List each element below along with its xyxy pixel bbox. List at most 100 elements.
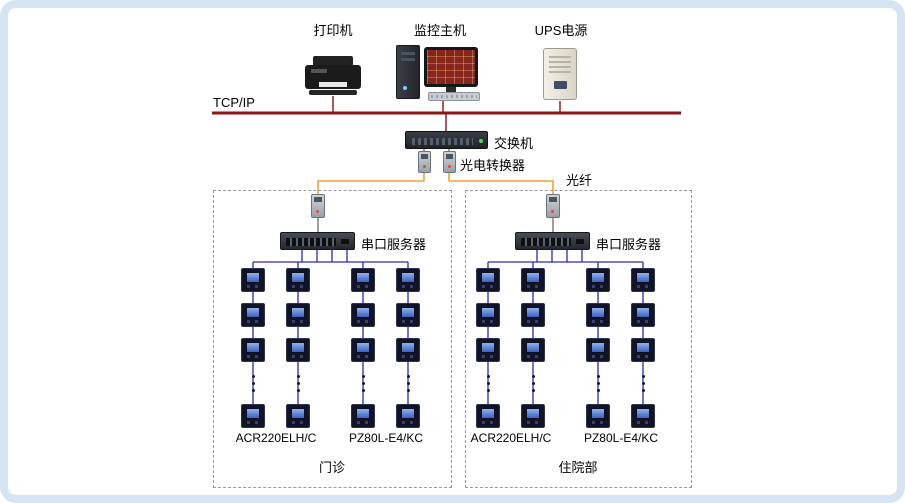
fiber-label: 光纤 (566, 173, 593, 188)
power-meter (286, 303, 310, 327)
meter-column (476, 268, 500, 428)
meter-model-left-a: ACR220ELH/C (235, 431, 317, 445)
power-meter (631, 303, 655, 327)
meter-screen (291, 342, 305, 353)
ellipsis-dots (406, 373, 410, 393)
ellipsis-dots (531, 373, 535, 393)
meter-screen (401, 272, 415, 283)
power-meter (521, 303, 545, 327)
power-meter (241, 268, 265, 292)
meter-screen (636, 272, 650, 283)
tcpip-label: TCP/IP (213, 95, 255, 110)
zone-converter-right (546, 194, 560, 218)
power-meter (631, 268, 655, 292)
printer-paper-tray (319, 82, 347, 87)
ellipsis-dots (296, 373, 300, 393)
meter-column (396, 268, 420, 428)
zone-converter-left (311, 194, 325, 218)
ellipsis-dots (596, 373, 600, 393)
meter-screen (246, 272, 260, 283)
meter-screen (636, 408, 650, 419)
printer-label: 打印机 (313, 23, 353, 38)
meter-column (521, 268, 545, 428)
switch-label: 交换机 (494, 136, 534, 151)
printer-panel (311, 69, 327, 73)
meter-screen (481, 307, 495, 318)
power-meter (286, 268, 310, 292)
power-meter (286, 338, 310, 362)
meter-column (286, 268, 310, 428)
power-meter (476, 268, 500, 292)
meter-model-left-b: PZ80L-E4/KC (348, 431, 424, 445)
media-converter-a (418, 151, 431, 173)
serial-server-left (280, 232, 355, 250)
power-meter (586, 303, 610, 327)
power-meter (286, 404, 310, 428)
meter-screen (526, 342, 540, 353)
meter-screen (591, 342, 605, 353)
serial-server-right (515, 232, 590, 250)
pc-monitor (424, 47, 478, 87)
power-meter (476, 404, 500, 428)
power-meter (396, 303, 420, 327)
meter-model-right-b: PZ80L-E4/KC (583, 431, 659, 445)
meter-screen (291, 272, 305, 283)
meter-screen (246, 342, 260, 353)
ellipsis-dots (361, 373, 365, 393)
meter-screen (591, 408, 605, 419)
serial-server-right-label: 串口服务器 (596, 237, 662, 252)
host-label: 监控主机 (413, 23, 467, 38)
pc-tower (396, 45, 420, 99)
power-meter (586, 338, 610, 362)
printer-device (305, 56, 361, 96)
meter-screen (526, 408, 540, 419)
power-meter (241, 303, 265, 327)
meter-screen (591, 272, 605, 283)
meter-screen (401, 408, 415, 419)
ups-device (543, 48, 577, 100)
meter-screen (526, 307, 540, 318)
ups-label: UPS电源 (534, 23, 588, 38)
power-meter (631, 338, 655, 362)
meter-column (631, 268, 655, 428)
zone-name-inpatient: 住院部 (558, 460, 598, 475)
serial-server-left-label: 串口服务器 (361, 237, 427, 252)
power-meter (396, 268, 420, 292)
power-meter (476, 338, 500, 362)
meter-screen (246, 307, 260, 318)
power-meter (586, 268, 610, 292)
power-meter (241, 338, 265, 362)
meter-screen (636, 307, 650, 318)
monitor-stand (446, 87, 456, 92)
media-converter-label: 光电转换器 (460, 158, 526, 173)
meter-screen (246, 408, 260, 419)
power-meter (396, 338, 420, 362)
meter-screen (356, 342, 370, 353)
power-meter (631, 404, 655, 428)
ellipsis-dots (251, 373, 255, 393)
power-meter (351, 338, 375, 362)
meter-screen (291, 307, 305, 318)
pc-keyboard (428, 92, 480, 101)
zone-name-outpatient: 门诊 (318, 460, 346, 475)
meter-column (351, 268, 375, 428)
meter-screen (356, 408, 370, 419)
meter-screen (526, 272, 540, 283)
meter-screen (401, 342, 415, 353)
meter-screen (401, 307, 415, 318)
power-meter (586, 404, 610, 428)
ethernet-switch (405, 131, 488, 149)
meter-screen (291, 408, 305, 419)
meter-screen (636, 342, 650, 353)
meter-column (241, 268, 265, 428)
meter-column (586, 268, 610, 428)
power-meter (521, 268, 545, 292)
meter-screen (356, 307, 370, 318)
power-meter (241, 404, 265, 428)
power-meter (521, 404, 545, 428)
meter-screen (481, 408, 495, 419)
power-meter (351, 404, 375, 428)
media-converter-b (443, 151, 456, 173)
meter-screen (356, 272, 370, 283)
